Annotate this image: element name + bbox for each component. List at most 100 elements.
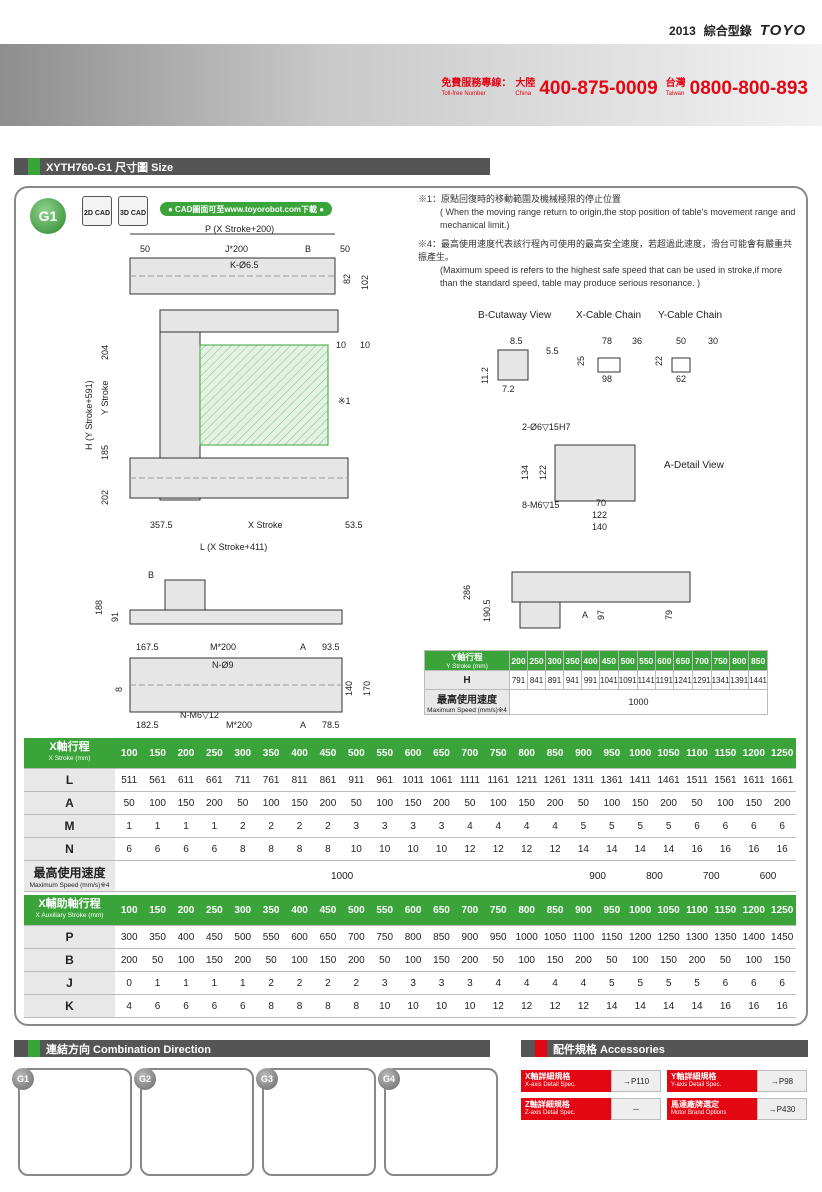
dim-36: 36 (632, 336, 642, 346)
table-cell: 2 (313, 814, 343, 838)
dim-82: 82 (342, 274, 352, 284)
dim-1675: 167.5 (136, 642, 159, 652)
table-cell: 5 (626, 814, 655, 838)
table-cell: 550 (256, 925, 286, 949)
table-cell: 2 (228, 814, 257, 838)
front-view: 286 190.5 A 97 79 (462, 571, 691, 629)
table-cell: 450 (200, 925, 229, 949)
catalog-name: 綜合型錄 (703, 24, 752, 38)
table-cell: 200 (682, 948, 712, 972)
dim-50c: 50 (676, 336, 686, 346)
table-cell: 350 (143, 925, 172, 949)
table-cell: 1250 (767, 895, 797, 926)
table-cell: 3 (398, 971, 428, 995)
table-cell: 100 (171, 948, 201, 972)
table-cell: 950 (597, 895, 627, 926)
table-cell: 50 (228, 791, 257, 815)
dimension-drawing: P (X Stroke+200) 50 J*200 B 50 K-Ø6.5 82… (84, 224, 725, 629)
dim-170: 170 (362, 681, 372, 696)
table-cell: 4 (484, 814, 513, 838)
table-cell: 4 (512, 971, 541, 995)
table-cell: 4 (540, 814, 570, 838)
dim-55: 5.5 (546, 346, 559, 356)
table-cell: 6 (739, 971, 768, 995)
note-1: ※1：原點回復時的移動範圍及機械極限的停止位置 ( When the movin… (418, 194, 796, 230)
table-cell: 50 (115, 791, 144, 815)
accessories-title: 配件規格 Accessories (521, 1040, 808, 1057)
table-cell: 150 (512, 791, 541, 815)
dim-85: 8.5 (510, 336, 523, 346)
combination-g4[interactable]: G4 (378, 1068, 498, 1176)
base-plan-view: 167.5 M*200 A 93.5 N-Ø9 N-M6▽12 182.5 M*… (114, 642, 372, 730)
table-cell: 750 (370, 925, 399, 949)
cad-download-link[interactable]: ● CAD圖面可至www.toyorobot.com下載 ● (160, 202, 333, 216)
table-cell: 1450 (767, 925, 797, 949)
table-cell: 200 (342, 948, 371, 972)
cad-3d-button[interactable]: 3D CAD (118, 196, 148, 226)
table-cell: 200 (228, 948, 257, 972)
dim-202: 202 (100, 490, 110, 505)
table-cell: 911 (342, 768, 371, 792)
table-cell: 650 (427, 738, 456, 769)
table-cell: 650 (313, 925, 343, 949)
combination-g3[interactable]: G3 (256, 1068, 376, 1176)
table-cell: 10 (398, 837, 428, 861)
dim-a: A (582, 610, 588, 620)
table-cell: 10 (427, 837, 456, 861)
table-cell: 4 (512, 814, 541, 838)
table-cell: 1 (171, 814, 201, 838)
dim-140a: 140 (592, 522, 607, 532)
table-cell: 150 (285, 791, 314, 815)
table-cell: 12 (484, 837, 513, 861)
table-cell: 100 (398, 948, 428, 972)
table-cell: 8 (228, 837, 257, 861)
dim-72: 7.2 (502, 384, 515, 394)
table-cell: 300 (115, 925, 144, 949)
dim-1905: 190.5 (482, 599, 492, 622)
table-cell: 1350 (711, 925, 740, 949)
table-cell: 900 (569, 895, 598, 926)
dim-102: 102 (360, 275, 370, 290)
xy-view: 204 185 202 H (Y Stroke+591) Y Stroke 10… (84, 309, 370, 552)
combination-g2[interactable]: G2 (134, 1068, 254, 1176)
dim-22: 22 (654, 356, 664, 366)
table-cell: 500 (342, 895, 371, 926)
table-cell: 200 (455, 948, 485, 972)
hotline-label: 免費服務專線：Toll-free Number (441, 78, 512, 98)
table-cell: 4 (569, 971, 598, 995)
dim-185: 185 (100, 445, 110, 460)
table-cell: 6 (200, 994, 229, 1018)
table-cell: 16 (767, 837, 797, 861)
table-cell: 550 (370, 738, 399, 769)
table-cell: 950 (597, 738, 627, 769)
dim-50a: 50 (140, 244, 150, 254)
dim-h7: 2-Ø6▽15H7 (522, 422, 570, 432)
table-cell: 150 (143, 738, 172, 769)
dim-935: 93.5 (322, 642, 340, 652)
table-cell: 1000 (626, 738, 655, 769)
table-cell: 400 (171, 925, 201, 949)
table-cell: 1611 (739, 768, 768, 792)
table-cell: 10 (455, 994, 485, 1018)
table-cell: 850 (540, 895, 570, 926)
table-cell: 16 (739, 994, 768, 1018)
table-cell: 50 (342, 791, 371, 815)
table-cell: 150 (540, 948, 570, 972)
table-cell: 250 (200, 738, 229, 769)
combination-g1[interactable]: G1 (12, 1068, 132, 1176)
table-cell: 961 (370, 768, 399, 792)
cad-2d-button[interactable]: 2D CAD (82, 196, 112, 226)
table-cell: 1 (115, 814, 144, 838)
table-cell: 661 (200, 768, 229, 792)
table-cell: 3 (398, 814, 428, 838)
dim-98: 98 (602, 374, 612, 384)
table-cell: 6 (143, 994, 172, 1018)
taiwan-number: 0800-800-893 (689, 78, 808, 99)
table-cell: 5 (626, 971, 655, 995)
